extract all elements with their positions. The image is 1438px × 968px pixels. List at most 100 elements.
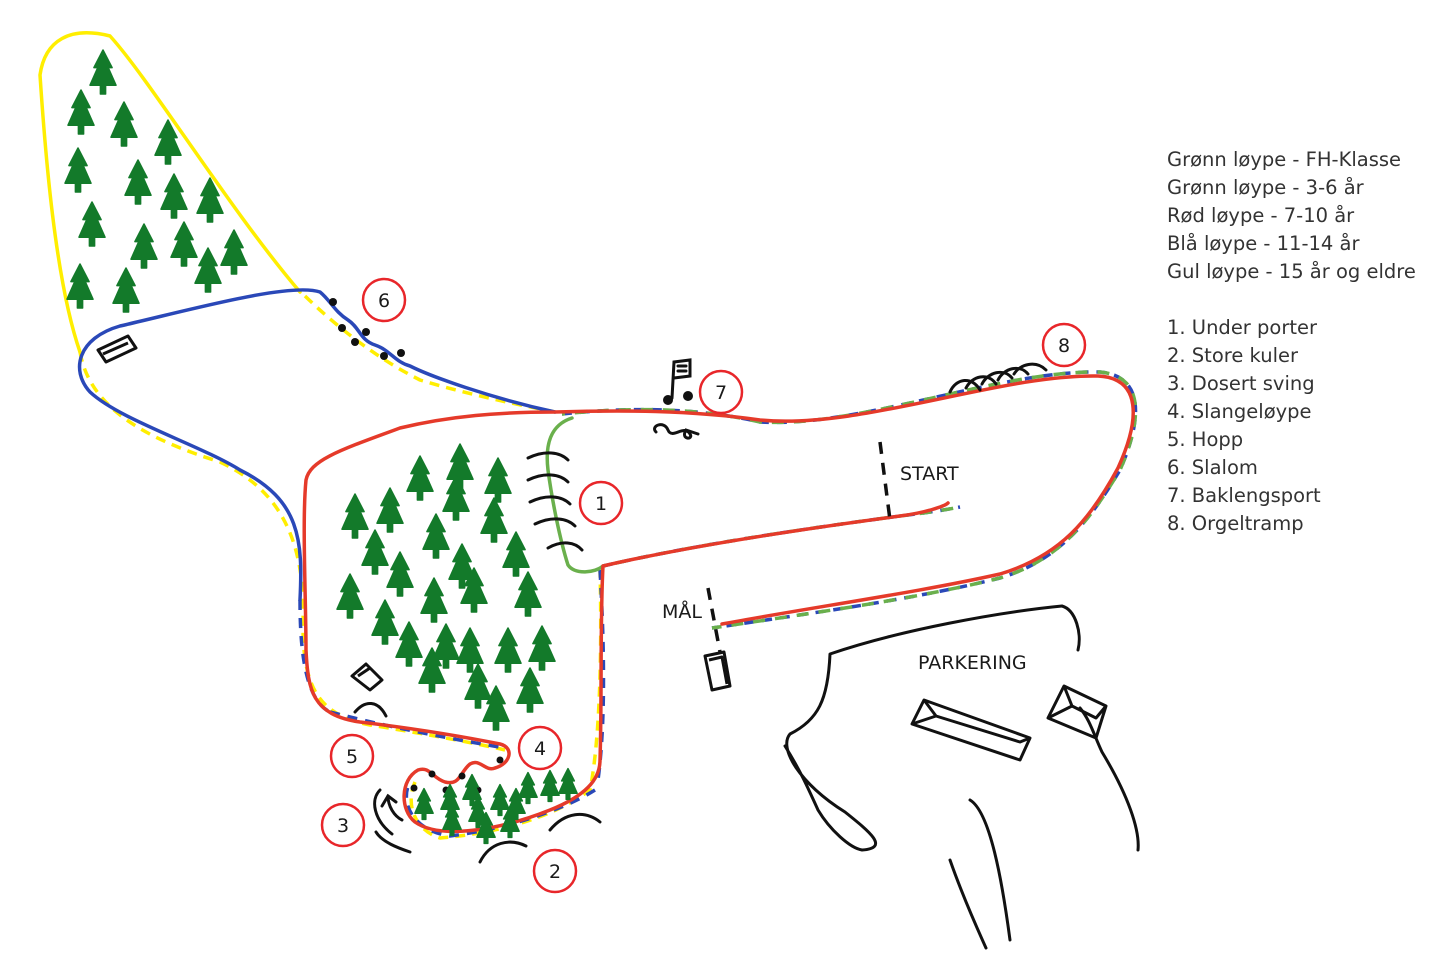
tree-icon [89, 49, 117, 95]
tree-icon [482, 685, 510, 731]
bumps-icon [478, 813, 602, 864]
tree-icon [124, 159, 152, 205]
hut-icon [350, 662, 384, 692]
tree-icon [464, 663, 492, 709]
legend: Grønn løype - FH-Klasse Grønn løype - 3-… [1167, 146, 1416, 538]
parking-building-1 [910, 698, 1032, 762]
tree-icon [336, 573, 364, 619]
route-legend: Grønn løype - FH-Klasse Grønn løype - 3-… [1167, 146, 1416, 286]
jump-icon [353, 702, 388, 718]
tree-icon [514, 571, 542, 617]
marker-number: 5 [346, 746, 358, 768]
marker-number: 4 [534, 738, 546, 760]
tree-icon [442, 803, 462, 837]
parking-building-2 [1046, 684, 1108, 740]
marker-number: 1 [595, 493, 607, 515]
legend-obstacle: 2. Store kuler [1167, 344, 1299, 367]
blue-route [77, 288, 557, 602]
marker-number: 7 [715, 382, 727, 404]
tree-icon [78, 201, 106, 247]
start-line [878, 441, 892, 521]
legend-route: Blå løype - 11-14 år [1167, 232, 1360, 255]
tree-icon [500, 805, 520, 839]
red-route [302, 374, 1135, 834]
parking-area [783, 604, 1140, 950]
legend-obstacle: 6. Slalom [1167, 456, 1258, 479]
tree-icon [422, 513, 450, 559]
tree-icon [67, 89, 95, 135]
backwards-gate-icon [653, 358, 700, 440]
legend-obstacle: 3. Dosert sving [1167, 372, 1315, 395]
tree-icon [502, 531, 530, 577]
legend-route: Rød løype - 7-10 år [1167, 204, 1355, 227]
blue-route-dashed [298, 370, 1138, 838]
tree-icon [494, 627, 522, 673]
tree-icon [112, 267, 140, 313]
tree-icon [540, 769, 560, 803]
marker-5: 5 [329, 733, 375, 779]
marker-number: 2 [549, 861, 561, 883]
tree-icon [64, 147, 92, 193]
tree-icon [456, 627, 484, 673]
legend-route: Gul løype - 15 år og eldre [1167, 260, 1416, 283]
gate-arches-icon [526, 451, 584, 552]
obstacle-legend: 1. Under porter 2. Store kuler 3. Dosert… [1167, 314, 1416, 538]
tree-icon [420, 577, 448, 623]
tree-icon [462, 773, 482, 807]
tree-icon [528, 625, 556, 671]
tree-icon [406, 455, 434, 501]
green-route-dashed [561, 370, 1138, 630]
legend-route: Grønn løype - FH-Klasse [1167, 148, 1402, 171]
legend-obstacle: 7. Baklengsport [1167, 484, 1321, 507]
tree-icon [448, 543, 476, 589]
tree-icon [110, 101, 138, 147]
legend-obstacle: 1. Under porter [1167, 316, 1318, 339]
tree-icon [170, 221, 198, 267]
tree-icon [518, 771, 538, 805]
tree-icon [220, 229, 248, 275]
marker-number: 6 [378, 290, 390, 312]
tree-icon [418, 647, 446, 693]
tree-icon [476, 811, 496, 845]
tree-icon [376, 487, 404, 533]
tree-icon [130, 223, 158, 269]
marker-7: 7 [698, 369, 744, 415]
tree-icon [154, 119, 182, 165]
marker-4: 4 [517, 725, 563, 771]
finish-label: MÅL [662, 600, 702, 623]
tree-icon [480, 497, 508, 543]
banked-turn-icon [373, 788, 412, 854]
marker-8: 8 [1041, 322, 1087, 368]
legend-obstacle: 4. Slangeløype [1167, 400, 1312, 423]
tree-icon [194, 247, 222, 293]
marker-6: 6 [361, 277, 407, 323]
tree-icon [432, 623, 460, 669]
marker-3: 3 [320, 802, 366, 848]
hut-icon [96, 334, 138, 364]
hut-icon [703, 650, 732, 692]
marker-number: 8 [1058, 335, 1070, 357]
tree-icon [516, 667, 544, 713]
tree-icon [490, 783, 510, 817]
organ-stomp-icon [948, 362, 1048, 394]
finish-line [706, 587, 722, 653]
green-route [545, 416, 605, 574]
legend-obstacle: 8. Orgeltramp [1167, 512, 1304, 535]
tree-icon [395, 621, 423, 667]
parking-label: PARKERING [918, 652, 1027, 674]
snake-markers [410, 756, 504, 794]
start-label: START [900, 463, 959, 485]
legend-route: Grønn løype - 3-6 år [1167, 176, 1364, 199]
tree-icon [196, 177, 224, 223]
tree-icon [160, 173, 188, 219]
marker-1: 1 [578, 480, 624, 526]
tree-icon [460, 567, 488, 613]
slalom-markers [329, 298, 405, 360]
tree-icon [446, 443, 474, 489]
tree-icon [341, 493, 369, 539]
tree-icon [66, 263, 94, 309]
tree-icon [442, 475, 470, 521]
tree-icon [558, 767, 578, 801]
tree-icon [484, 457, 512, 503]
